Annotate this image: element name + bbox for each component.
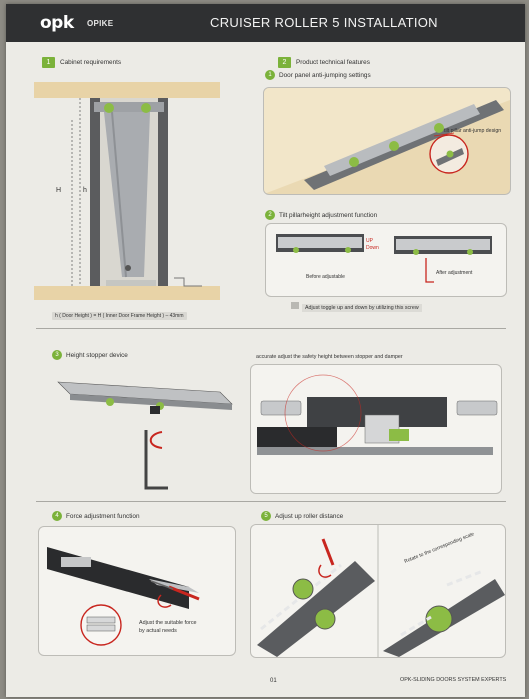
section-3-number: 3: [52, 350, 62, 360]
stopper-detail-panel: [250, 364, 502, 494]
header-bar: opk OPIKE CRUISER ROLLER 5 INSTALLATION: [6, 4, 525, 42]
dimension-h-large: H: [56, 187, 61, 194]
force-caption-line1: Adjust the suitable force: [139, 620, 197, 626]
divider-1: [36, 328, 506, 329]
roller-carriage: [324, 104, 480, 176]
section-3-title: Height stopper device: [66, 352, 128, 359]
section-1-title: Cabinet requirements: [60, 59, 122, 66]
section-4-title: Force adjustment function: [66, 513, 140, 520]
feature-1-number: 1: [265, 70, 275, 80]
after-label: After adjustment: [436, 270, 473, 276]
door-rail-right: [158, 98, 168, 286]
roller-distance-panel: Rotate to the corresponding scale: [250, 524, 506, 658]
bottom-frame: [34, 286, 220, 300]
page-number: 01: [270, 678, 277, 684]
anti-jump-panel: tilt pillar anti-jump design: [263, 87, 511, 195]
formula-caption: h ( Door Height ) = H ( Inner Door Frame…: [52, 312, 187, 320]
force-caption-line2: by actual needs: [139, 628, 177, 634]
door-rail-left: [90, 98, 100, 286]
down-label: Down: [366, 245, 379, 251]
anti-jump-diagram: tilt pillar anti-jump design: [264, 88, 510, 194]
section-1-number: 1: [42, 57, 55, 68]
instruction-sheet: opk OPIKE CRUISER ROLLER 5 INSTALLATION …: [6, 4, 525, 697]
brand-logo: opk: [40, 13, 74, 33]
feature-1-title: Door panel anti-jumping settings: [279, 72, 371, 79]
height-stopper-diagram: [57, 381, 233, 490]
rotate-arrow: [149, 431, 163, 449]
feature-2-number: 2: [265, 210, 275, 220]
height-adjust-panel: UP Down Before adjustable After adjustme…: [265, 223, 507, 297]
brand-name: OPIKE: [87, 19, 114, 28]
hex-key: [144, 430, 168, 490]
feature-2-title: Tilt pillarheight adjustment function: [279, 212, 378, 219]
before-label: Before adjustable: [306, 274, 345, 280]
screwdriver-handle: [168, 585, 200, 601]
note-marker: [291, 302, 299, 309]
roller-distance-diagram: Rotate to the corresponding scale: [257, 525, 505, 657]
height-adjust-diagram: UP Down Before adjustable After adjustme…: [276, 234, 492, 283]
section-2-title: Product technical features: [296, 59, 370, 66]
force-adjust-panel: [38, 526, 236, 656]
divider-2: [36, 501, 506, 502]
stopper-caption: accurate adjust the safety height betwee…: [256, 354, 403, 360]
section-5-number: 5: [261, 511, 271, 521]
force-adjust-diagram: [47, 547, 200, 646]
up-label: UP: [366, 238, 374, 244]
top-frame: [34, 82, 220, 98]
adjust-note: Adjust toggle up and down by utilizing t…: [302, 304, 422, 312]
rotate-scale-caption: Rotate to the corresponding scale: [404, 531, 476, 565]
section-4-number: 4: [52, 511, 62, 521]
cabinet-diagram: H h: [34, 82, 220, 300]
section-5-title: Adjust up roller distance: [275, 513, 344, 520]
top-roller: [94, 102, 164, 112]
section-2-number: 2: [278, 57, 291, 68]
roller-wheel-left: [104, 103, 114, 113]
stopper-detail-diagram: [257, 374, 498, 455]
page-title: CRUISER ROLLER 5 INSTALLATION: [210, 15, 438, 30]
footer-brand: OPK-SLIDING DOORS SYSTEM EXPERTS: [400, 677, 507, 683]
anti-jump-callout: tilt pillar anti-jump design: [444, 128, 501, 134]
roller-wheel-right: [141, 103, 151, 113]
dimension-h-small: h: [83, 187, 87, 194]
